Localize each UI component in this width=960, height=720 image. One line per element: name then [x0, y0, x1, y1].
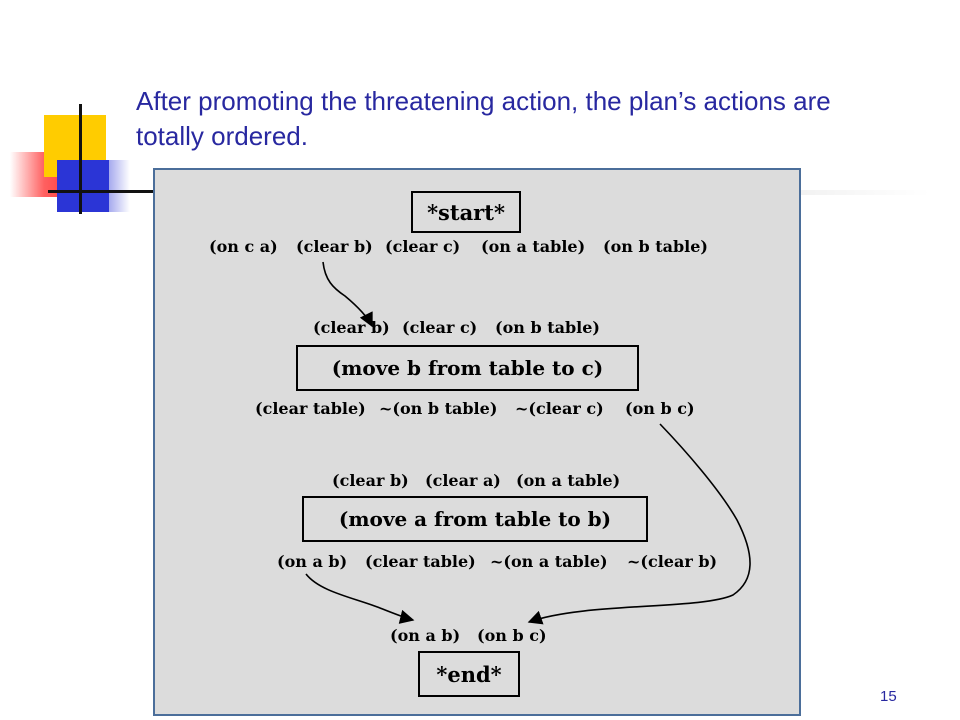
page-number: 15 — [880, 688, 897, 705]
decor-blue-fade — [100, 160, 130, 212]
start-node: *start* — [411, 191, 521, 233]
start-node-label: *start* — [427, 199, 505, 225]
move-b-precondition: (clear c) — [402, 318, 478, 337]
start-effect: (clear b) — [296, 237, 373, 256]
decor-vertical-line — [79, 104, 82, 214]
move-a-effect: ~(on a table) — [490, 552, 608, 571]
move-a-effect: (clear table) — [365, 552, 476, 571]
start-effect: (on b table) — [603, 237, 708, 256]
start-effect: (on a table) — [481, 237, 586, 256]
move-a-precondition: (clear b) — [332, 471, 409, 490]
end-node: *end* — [418, 651, 520, 697]
start-effect: (clear c) — [385, 237, 461, 256]
plan-diagram: *start* (on c a) (clear b) (clear c) (on… — [153, 168, 801, 716]
move-b-node-label: (move b from table to c) — [331, 356, 604, 380]
move-a-precondition: (clear a) — [425, 471, 501, 490]
move-b-precondition: (clear b) — [313, 318, 390, 337]
move-b-effect: ~(on b table) — [379, 399, 498, 418]
move-a-effect: ~(clear b) — [627, 552, 718, 571]
arrow-clear-b-to-move-b — [322, 261, 373, 328]
slide-title: After promoting the threatening action, … — [136, 86, 831, 151]
move-a-precondition: (on a table) — [516, 471, 621, 490]
decor-horizontal-line — [48, 190, 168, 193]
move-a-effect: (on a b) — [277, 552, 348, 571]
move-a-node-label: (move a from table to b) — [338, 507, 612, 531]
end-precondition: (on a b) — [390, 626, 461, 645]
arrow-on-a-b-to-end — [305, 573, 415, 624]
move-a-node: (move a from table to b) — [302, 496, 648, 542]
end-node-label: *end* — [436, 661, 502, 687]
move-b-effect: ~(clear c) — [515, 399, 604, 418]
move-b-node: (move b from table to c) — [296, 345, 639, 391]
causal-link-arrows — [305, 261, 751, 625]
arrow-on-b-c-to-end — [527, 423, 751, 625]
end-precondition: (on b c) — [477, 626, 547, 645]
move-b-precondition: (on b table) — [495, 318, 600, 337]
move-b-effect: (clear table) — [255, 399, 366, 418]
start-effect: (on c a) — [209, 237, 278, 256]
move-b-effect: (on b c) — [625, 399, 695, 418]
